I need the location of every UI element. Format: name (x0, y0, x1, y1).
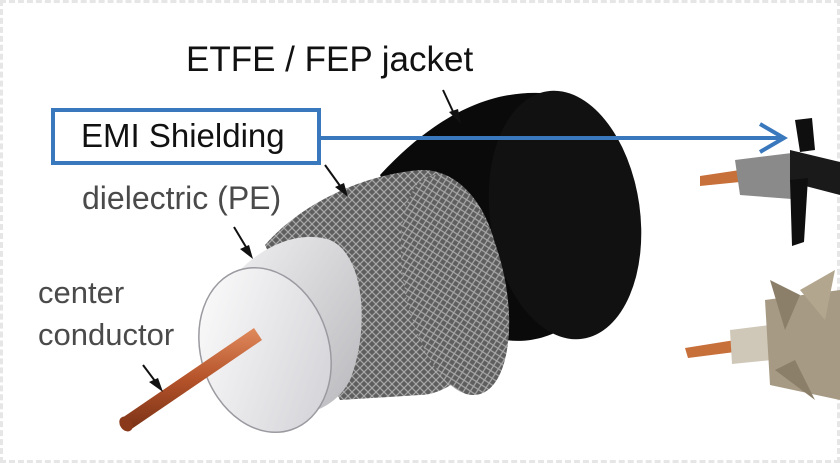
leader-lines (142, 89, 461, 392)
photo-cable-bottom (685, 270, 840, 400)
center-label-line1: center (38, 275, 125, 310)
center-conductor-label: center conductor (38, 272, 174, 356)
dielectric-label: dielectric (PE) (82, 180, 282, 216)
photo-cable-top (700, 118, 840, 246)
emi-shielding-label: EMI Shielding (81, 117, 285, 154)
jacket-label: ETFE / FEP jacket (186, 40, 474, 79)
emi-shielding-box (51, 108, 321, 165)
center-conductor (119, 328, 262, 432)
center-label-line2: conductor (38, 317, 175, 352)
emi-arrow (321, 122, 788, 154)
